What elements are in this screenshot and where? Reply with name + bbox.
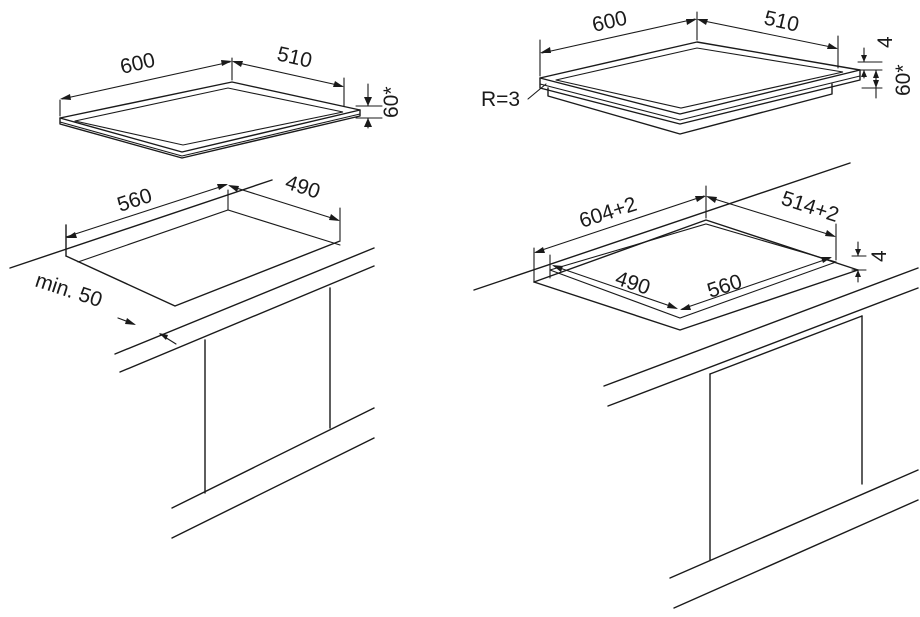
- right-recess-height-label: 4: [868, 250, 891, 262]
- right-hob-depth-label: 510: [762, 6, 801, 36]
- right-corner-radius-leader: [527, 83, 547, 100]
- left-hob: [59, 81, 361, 159]
- right-hob-width-dimension: [539, 11, 698, 77]
- right-frame-thickness-label: 4: [874, 36, 897, 48]
- left-cutout-depth-label: 490: [282, 171, 322, 204]
- right-recess-depth-label: 514+2: [778, 187, 841, 227]
- left-cabinet: [171, 287, 375, 539]
- left-front-distance-dimension: [117, 317, 177, 345]
- right-hob: [539, 41, 861, 135]
- left-cutout: [65, 189, 341, 307]
- right-recess-width-dimension: [534, 185, 707, 253]
- right-hob-depth-dimension: [697, 19, 839, 69]
- right-cutout-width-label: 560: [704, 270, 744, 303]
- right-corner-radius-label: R=3: [481, 88, 520, 111]
- right-frame-thickness-dimension: [857, 47, 883, 79]
- left-cutout-width-dimension: [65, 184, 228, 238]
- right-recess-depth-dimension: [706, 196, 837, 261]
- left-hob-height-dimension: [355, 83, 383, 129]
- right-hob-width-label: 600: [590, 7, 629, 37]
- right-hob-height-dimension: [861, 69, 883, 99]
- left-hob-depth-dimension: [232, 61, 345, 107]
- right-recess: [533, 219, 859, 331]
- right-recess-width-label: 604+2: [576, 193, 639, 233]
- left-hob-width-dimension: [59, 57, 233, 117]
- right-worktop: [473, 162, 919, 407]
- left-cutout-depth-dimension: [228, 185, 341, 241]
- right-cabinet: [669, 315, 919, 609]
- left-hob-height-label: 60*: [380, 86, 403, 118]
- right-cutout-width-dimension: [680, 257, 832, 310]
- left-front-distance-label: min. 50: [32, 269, 105, 312]
- right-cutout-depth-dimension: [552, 265, 678, 309]
- left-hob-width-label: 600: [118, 49, 157, 79]
- right-recess-height-dimension: [851, 241, 867, 283]
- right-cutout-depth-label: 490: [612, 267, 652, 300]
- left-hob-depth-label: 510: [275, 42, 314, 72]
- left-cutout-width-label: 560: [114, 184, 154, 217]
- right-hob-height-label: 60*: [892, 64, 915, 96]
